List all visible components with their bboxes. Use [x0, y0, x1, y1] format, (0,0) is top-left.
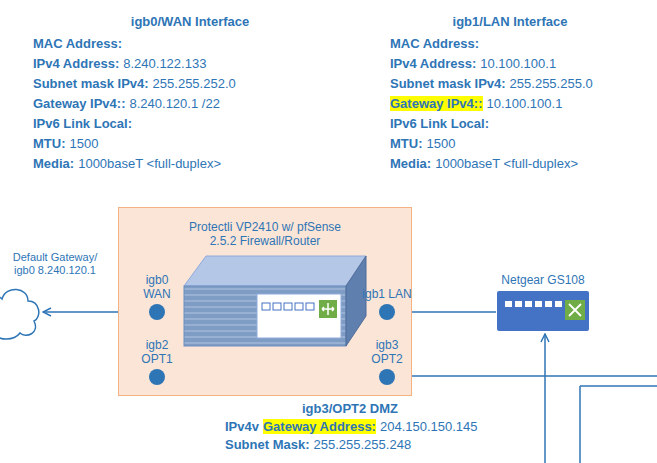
info-line: Subnet mask IPv4: 255.255.255.0 — [390, 76, 593, 92]
router-ports — [262, 303, 314, 310]
router-side — [346, 256, 366, 346]
field-name: IPv4v — [225, 419, 259, 434]
port-label: igb3 OPT2 — [362, 338, 412, 366]
field-value: 204.150.150.145 — [380, 419, 478, 434]
info-line: IPv6 Link Local: — [390, 116, 489, 132]
firewall-box: igb0 WAN igb2 OPT1 igb1 LAN igb3 OPT2 Protec… — [118, 207, 412, 396]
info-line: MAC Address: — [390, 36, 479, 52]
router-icon-arrows — [322, 303, 334, 315]
port-circle: igb3 OPT2 — [379, 369, 395, 385]
field-name: IPv4 Address: — [390, 56, 476, 71]
switch-body — [497, 291, 589, 331]
info-line: Media: 1000baseT <full-duplex> — [390, 156, 578, 172]
node-label: Netgear GS108 — [483, 273, 603, 287]
port-square — [262, 303, 270, 310]
field-value: 8.240.122.133 — [123, 56, 206, 71]
field-value: 255.255.255.0 — [510, 76, 593, 91]
device-title: Protectli VP2410 w/ pfSense 2.5.2 Firewa… — [175, 220, 355, 248]
switch-icon-cross — [569, 304, 581, 316]
field-name: Gateway Address: — [263, 419, 376, 434]
switch-port — [525, 301, 532, 307]
switch-drop-wire — [544, 334, 546, 463]
node-label: Default Gateway/ igb0 8.240.120.1 — [7, 251, 103, 277]
info-line: igb3/OPT2 DMZ — [302, 401, 398, 417]
switch-icon-badge — [565, 300, 585, 320]
info-line: igb0/WAN Interface — [131, 14, 249, 30]
field-value: 10.100.100.1 — [480, 56, 556, 71]
field-name: igb0/WAN Interface — [131, 14, 249, 29]
info-line: IPv4v Gateway Address: 204.150.150.145 — [225, 419, 478, 435]
info-line: IPv4 Address: 8.240.122.133 — [33, 56, 206, 72]
switch-port — [505, 301, 512, 307]
dmz-branch-wire — [580, 385, 657, 387]
field-name: IPv4 Address: — [33, 56, 119, 71]
port-label: igb0 WAN — [132, 273, 182, 301]
field-name: Media: — [390, 156, 431, 171]
field-name: MAC Address: — [33, 36, 122, 51]
info-line: Subnet mask IPv4: 255.255.252.0 — [33, 76, 236, 92]
info-line: igb1/LAN Interface — [453, 14, 568, 30]
info-line: Gateway IPv4::10.100.100.1 — [390, 96, 562, 112]
field-value: 255.255.255.248 — [314, 437, 412, 452]
field-name: igb3/OPT2 DMZ — [302, 401, 398, 416]
field-value: 1000baseT <full-duplex> — [435, 156, 578, 171]
info-line: Media: 1000baseT <full-duplex> — [33, 156, 221, 172]
port-square — [306, 303, 314, 310]
info-line: MTU: 1500 — [390, 136, 455, 152]
switch-port — [515, 301, 522, 307]
field-value: 1000baseT <full-duplex> — [78, 156, 221, 171]
router-panel — [257, 294, 341, 338]
field-value: 1500 — [70, 136, 99, 151]
switch-outline — [497, 291, 589, 331]
info-line: IPv6 Link Local: — [33, 116, 132, 132]
port-square — [273, 303, 281, 310]
router-front — [184, 286, 346, 346]
port-label: igb2 OPT1 — [132, 338, 182, 366]
field-value: 1500 — [427, 136, 456, 151]
field-name: MAC Address: — [390, 36, 479, 51]
port-circle: igb0 WAN — [149, 304, 165, 320]
switch-icon: Netgear GS108 — [497, 291, 589, 331]
field-value: 255.255.252.0 — [153, 76, 236, 91]
field-name: Subnet mask IPv4: — [390, 76, 506, 91]
port-square — [295, 303, 303, 310]
switch-port — [555, 301, 562, 307]
port-label: igb1 LAN — [362, 287, 412, 301]
dmz-wire — [396, 375, 657, 377]
switch-port — [545, 301, 552, 307]
port-square — [284, 303, 292, 310]
info-line: Subnet Mask: 255.255.255.248 — [225, 437, 411, 453]
field-name: Subnet mask IPv4: — [33, 76, 149, 91]
field-name: IPv6 Link Local: — [33, 116, 132, 131]
info-line: MAC Address: — [33, 36, 122, 52]
switch-port — [535, 301, 542, 307]
field-name: MTU: — [33, 136, 66, 151]
cloud-shape — [0, 289, 39, 339]
field-name: MTU: — [390, 136, 423, 151]
field-name: Media: — [33, 156, 74, 171]
info-line: IPv4 Address: 10.100.100.1 — [390, 56, 556, 72]
field-name: IPv6 Link Local: — [390, 116, 489, 131]
info-line: MTU: 1500 — [33, 136, 98, 152]
field-name: igb1/LAN Interface — [453, 14, 568, 29]
field-name: Gateway IPv4:: — [390, 96, 483, 111]
router-top — [184, 256, 366, 286]
cloud-outline — [0, 281, 42, 341]
port-circle: igb2 OPT1 — [149, 369, 165, 385]
field-name: Gateway IPv4:: — [33, 96, 126, 111]
field-value: 8.240.120.1 /22 — [130, 96, 220, 111]
field-name: Subnet Mask: — [225, 437, 310, 452]
router-icon — [319, 300, 337, 318]
dmz-drop-wire — [579, 386, 581, 463]
info-line: Gateway IPv4::8.240.120.1 /22 — [33, 96, 220, 112]
field-value: 10.100.100.1 — [487, 96, 563, 111]
internet-cloud: Default Gateway/ igb0 8.240.120.1 — [0, 281, 42, 341]
port-circle: igb1 LAN — [379, 304, 395, 320]
